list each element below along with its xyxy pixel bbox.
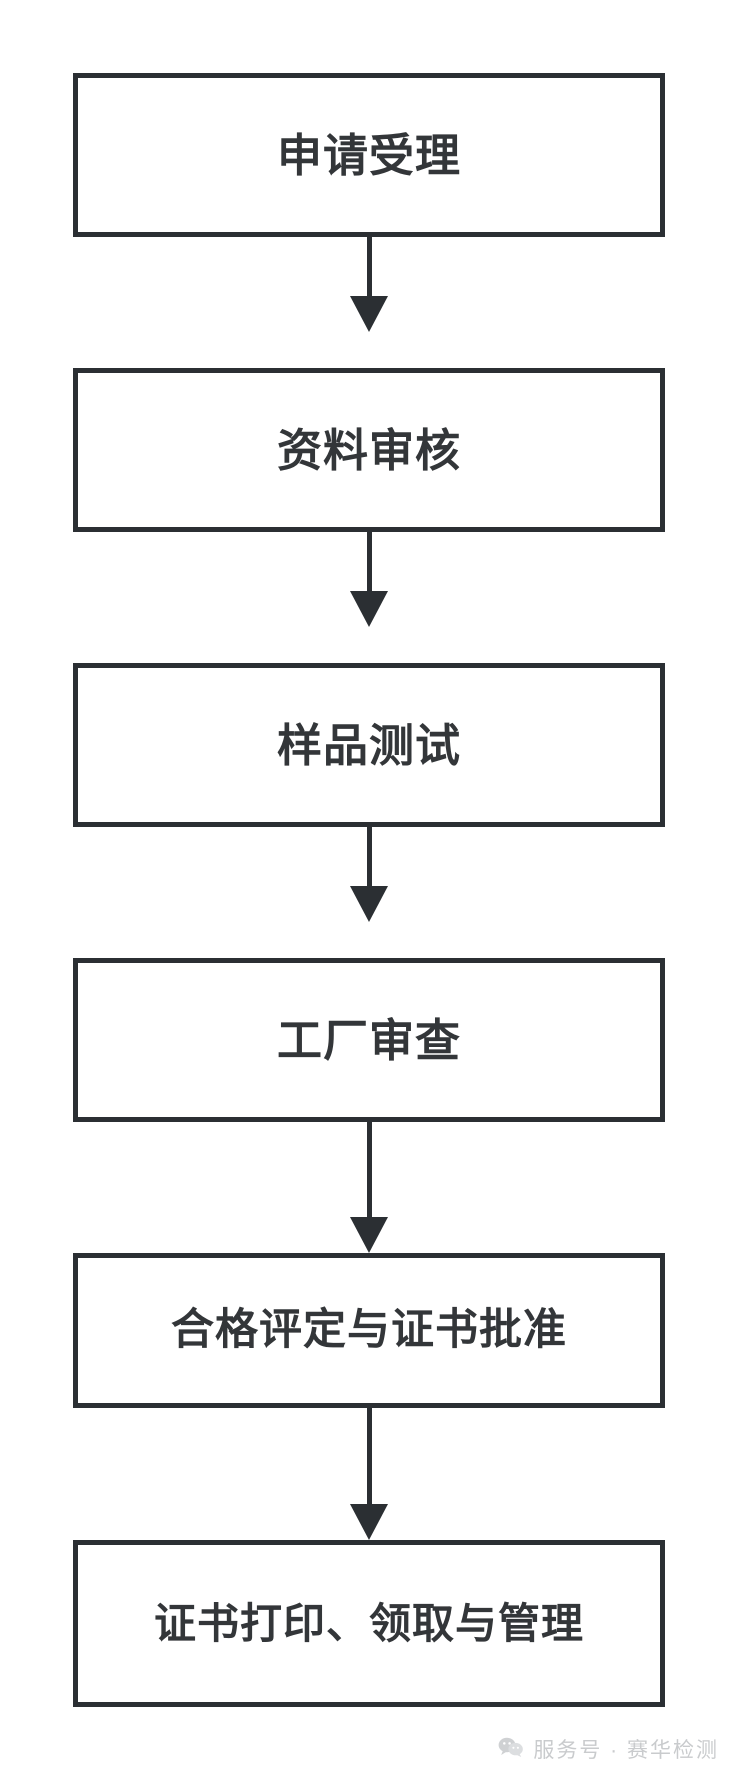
arrow-shaft-icon: [367, 532, 372, 591]
arrow-head-icon: [350, 296, 388, 332]
arrow-head-icon: [350, 1217, 388, 1253]
flow-node-label: 工厂审查: [276, 1014, 461, 1066]
flow-node-certificate-management: 证书打印、领取与管理: [73, 1540, 665, 1707]
flow-node-label: 资料审核: [276, 424, 461, 476]
flow-node-label: 申请受理: [276, 129, 461, 181]
arrow-shaft-icon: [367, 1122, 372, 1217]
watermark-text: 服务号 · 赛华检测: [533, 1739, 719, 1762]
flow-node-label: 合格评定与证书批准: [171, 1306, 567, 1354]
flow-node-application-acceptance: 申请受理: [73, 73, 665, 237]
flow-node-sample-testing: 样品测试: [73, 663, 665, 827]
flow-node-conformity-assessment: 合格评定与证书批准: [73, 1253, 665, 1408]
wechat-icon: [498, 1737, 524, 1762]
flow-node-document-review: 资料审核: [73, 368, 665, 532]
watermark: 服务号 · 赛华检测: [498, 1734, 719, 1764]
arrow-head-icon: [350, 591, 388, 627]
arrow-head-icon: [350, 886, 388, 922]
arrow-head-icon: [350, 1504, 388, 1540]
flow-node-label: 证书打印、领取与管理: [153, 1599, 584, 1647]
arrow-shaft-icon: [367, 1408, 372, 1504]
arrow-shaft-icon: [367, 827, 372, 886]
flow-node-label: 样品测试: [276, 719, 461, 771]
flow-node-factory-inspection: 工厂审查: [73, 958, 665, 1122]
arrow-shaft-icon: [367, 237, 372, 296]
